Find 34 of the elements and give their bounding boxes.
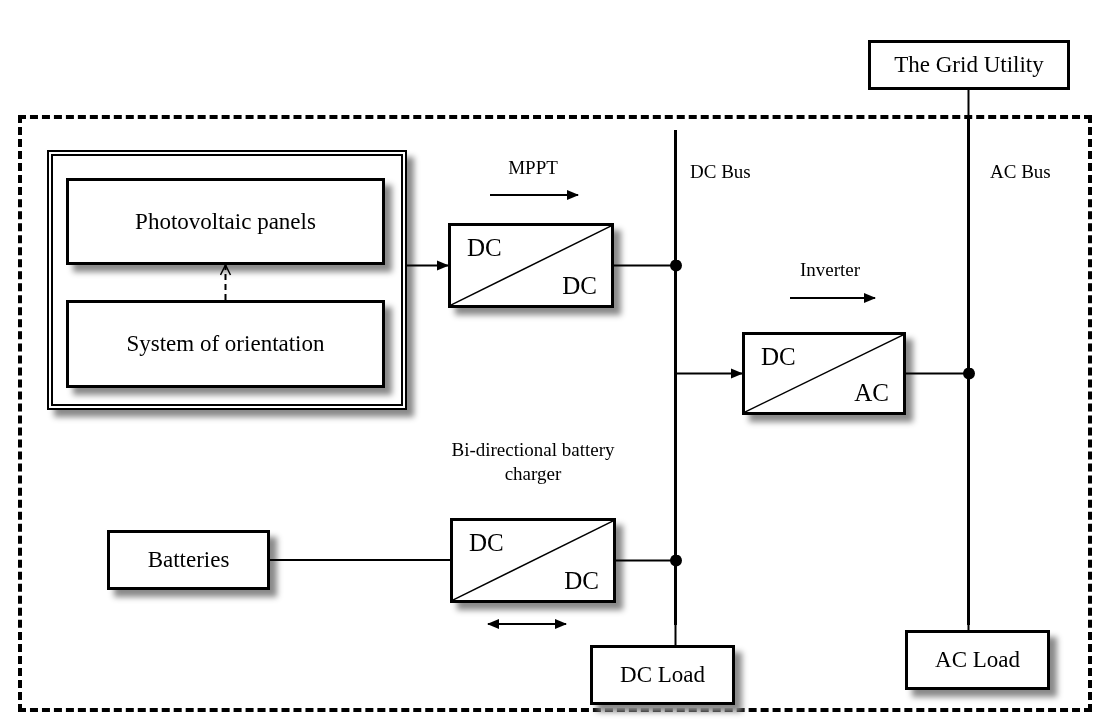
arrow [219,264,232,301]
process-box [590,645,735,705]
panel-group-box [47,150,407,410]
connector-line [967,89,970,119]
grid-label: The Grid Utility [894,52,1044,78]
converter-caption: MPPT [507,156,559,180]
converter-label: DC [467,234,502,262]
box-label: System of orientation [126,331,325,357]
box-label: AC Load [935,647,1020,673]
bus-line [674,130,677,625]
converter-label: DC [761,343,796,371]
converter-caption: Inverter [798,258,862,282]
connector-line [269,559,451,561]
converter-caption: Bi-directional battery charger [450,438,616,486]
process-box [107,530,270,590]
box-label: Batteries [147,547,230,573]
process-box [66,300,385,388]
connector-line [967,624,970,631]
converter-label: DC [469,529,504,557]
system-boundary [18,115,1092,712]
bus-label: AC Bus [990,160,1052,184]
arrow [406,260,449,271]
bus-line [967,118,970,625]
converter-label: DC [562,271,597,299]
process-box [905,630,1050,690]
box-label: Photovoltaic panels [135,208,316,235]
process-box [66,178,385,265]
converter-label: AC [854,378,889,406]
grid-box [868,40,1070,90]
converter-label: DC [564,566,599,594]
connector-line [674,624,677,646]
bus-label: DC Bus [690,160,752,184]
arrow [676,368,743,379]
box-label: DC Load [620,662,705,688]
